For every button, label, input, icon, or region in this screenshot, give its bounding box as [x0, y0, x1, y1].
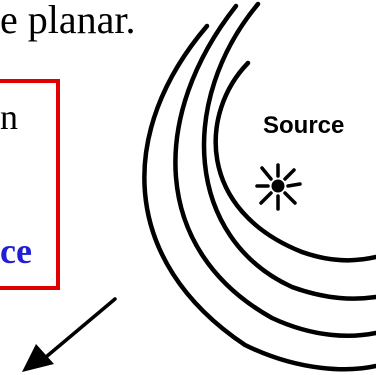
- source-label: Source: [263, 112, 345, 139]
- wavefront-arc-inner: [213, 60, 376, 263]
- box-highlight-fragment: ce: [0, 231, 32, 271]
- source-icon: [255, 163, 302, 211]
- wavefront-arc-2: [173, 3, 376, 338]
- propagation-arrow-icon: [22, 297, 117, 372]
- wavefront-arc-3: [201, 1, 376, 301]
- highlight-box: [0, 79, 60, 290]
- box-text-fragment: n: [0, 97, 18, 137]
- wavefront-arc-outer: [142, 23, 376, 372]
- caption-fragment: e planar.: [0, 0, 136, 42]
